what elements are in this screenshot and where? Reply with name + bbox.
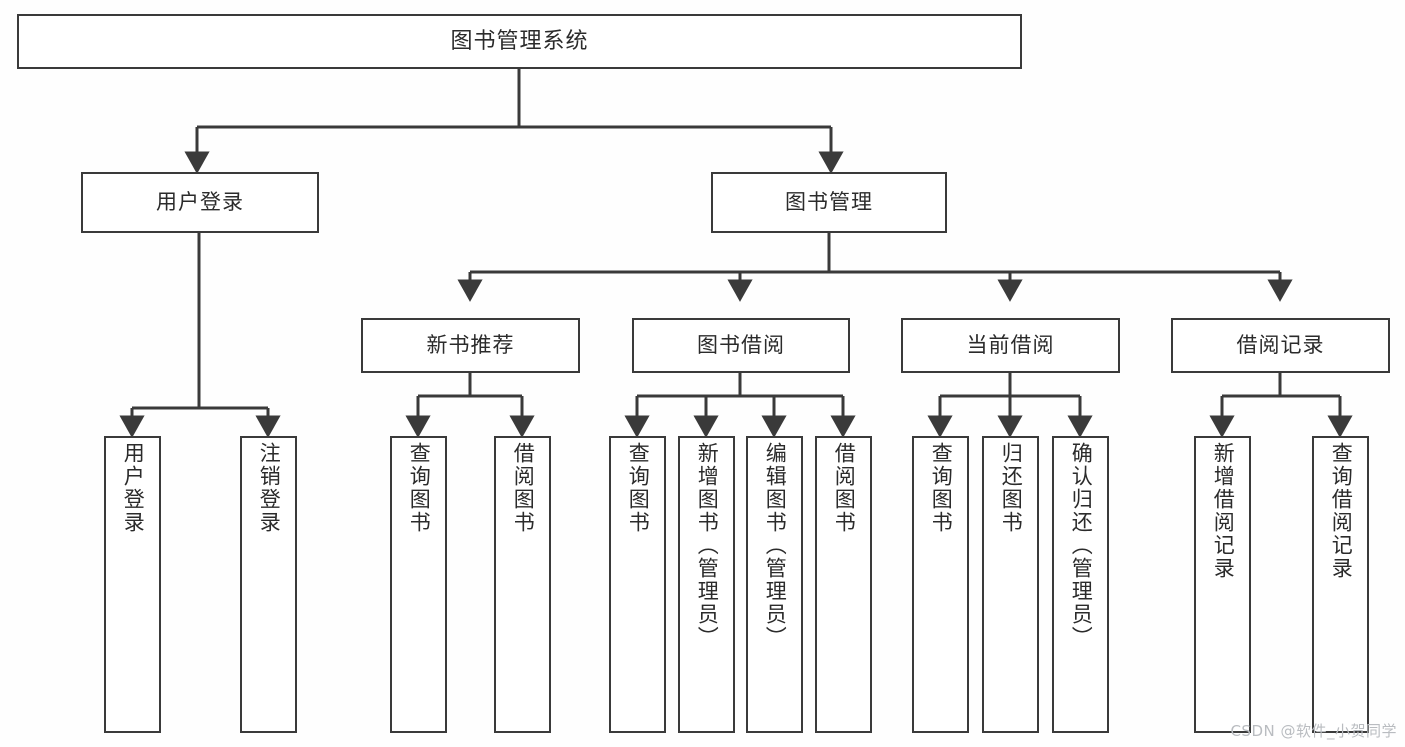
node-label: 图书借阅 bbox=[697, 333, 785, 358]
node-label: 新增借阅记录 bbox=[1211, 442, 1236, 580]
node-label: 确认归还（管理员） bbox=[1069, 442, 1094, 649]
node-root-book-management-system[interactable]: 图书管理系统 bbox=[17, 14, 1022, 69]
node-label: 归还图书 bbox=[999, 442, 1024, 534]
node-book-borrow[interactable]: 图书借阅 bbox=[632, 318, 850, 373]
node-label: 图书管理系统 bbox=[450, 28, 589, 54]
node-label: 借阅图书 bbox=[511, 442, 536, 534]
leaf-borrow-record-query-record[interactable]: 查询借阅记录 bbox=[1312, 436, 1369, 733]
leaf-borrow-record-add-record[interactable]: 新增借阅记录 bbox=[1194, 436, 1251, 733]
leaf-book-borrow-edit-book-admin[interactable]: 编辑图书（管理员） bbox=[746, 436, 803, 733]
leaf-current-borrow-confirm-return-admin[interactable]: 确认归还（管理员） bbox=[1052, 436, 1109, 733]
node-current-borrow[interactable]: 当前借阅 bbox=[901, 318, 1120, 373]
leaf-user-login-login[interactable]: 用户登录 bbox=[104, 436, 161, 733]
node-borrow-record[interactable]: 借阅记录 bbox=[1171, 318, 1390, 373]
leaf-book-borrow-query-book[interactable]: 查询图书 bbox=[609, 436, 666, 733]
node-label: 用户登录 bbox=[156, 190, 244, 215]
leaf-new-book-borrow-book[interactable]: 借阅图书 bbox=[494, 436, 551, 733]
node-label: 查询图书 bbox=[626, 442, 651, 534]
node-label: 查询图书 bbox=[407, 442, 432, 534]
node-new-book-recommend[interactable]: 新书推荐 bbox=[361, 318, 580, 373]
node-label: 查询借阅记录 bbox=[1329, 442, 1354, 580]
leaf-current-borrow-return-book[interactable]: 归还图书 bbox=[982, 436, 1039, 733]
leaf-new-book-query-book[interactable]: 查询图书 bbox=[390, 436, 447, 733]
leaf-current-borrow-query-book[interactable]: 查询图书 bbox=[912, 436, 969, 733]
node-label: 查询图书 bbox=[929, 442, 954, 534]
node-book-management[interactable]: 图书管理 bbox=[711, 172, 947, 233]
node-label: 用户登录 bbox=[121, 442, 146, 534]
node-label: 借阅记录 bbox=[1236, 333, 1325, 358]
node-label: 新书推荐 bbox=[426, 333, 515, 358]
csdn-watermark: CSDN @软件_小贺同学 bbox=[1230, 722, 1397, 740]
leaf-book-borrow-borrow-book[interactable]: 借阅图书 bbox=[815, 436, 872, 733]
node-label: 注销登录 bbox=[257, 442, 282, 534]
node-user-login[interactable]: 用户登录 bbox=[81, 172, 319, 233]
node-label: 图书管理 bbox=[785, 190, 873, 215]
node-label: 编辑图书（管理员） bbox=[763, 442, 788, 649]
leaf-user-login-logout[interactable]: 注销登录 bbox=[240, 436, 297, 733]
node-label: 当前借阅 bbox=[966, 333, 1055, 358]
node-label: 借阅图书 bbox=[832, 442, 857, 534]
node-label: 新增图书（管理员） bbox=[695, 442, 720, 649]
leaf-book-borrow-add-book-admin[interactable]: 新增图书（管理员） bbox=[678, 436, 735, 733]
